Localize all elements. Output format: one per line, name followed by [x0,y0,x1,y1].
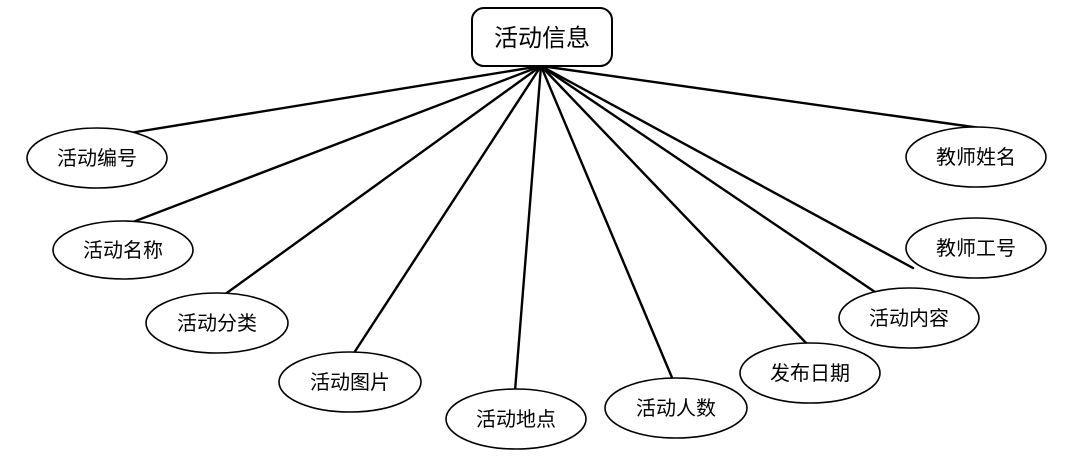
attribute-node-activity-location[interactable]: 活动地点 [445,388,587,450]
attribute-node-activity-id[interactable]: 活动编号 [26,127,168,189]
attribute-node-teacher-name[interactable]: 教师姓名 [905,126,1047,188]
connector-lines [123,64,982,393]
connector-activity-category [215,64,543,302]
connector-activity-headcount [539,64,675,382]
attribute-label: 活动编号 [57,146,137,170]
connector-activity-location [513,64,543,393]
attribute-label: 发布日期 [770,361,850,385]
entity-label: 活动信息 [494,24,590,52]
attribute-node-publish-date[interactable]: 发布日期 [739,342,881,404]
attribute-label: 教师姓名 [936,145,1016,169]
attribute-label: 活动图片 [310,370,390,394]
connector-activity-id [128,64,543,135]
attribute-label: 活动名称 [83,238,163,262]
connector-activity-name [123,64,543,227]
attribute-label: 教师工号 [936,236,1016,260]
connector-teacher-name [539,64,982,130]
attribute-label: 活动人数 [636,396,716,420]
attribute-node-activity-category[interactable]: 活动分类 [145,292,289,354]
attribute-label: 活动分类 [177,311,257,335]
connector-activity-image [350,64,543,358]
attribute-label: 活动地点 [476,407,556,431]
attribute-node-activity-image[interactable]: 活动图片 [278,351,422,413]
connector-activity-content [539,64,877,294]
attribute-node-activity-content[interactable]: 活动内容 [838,287,980,349]
attribute-node-activity-name[interactable]: 活动名称 [52,220,194,280]
connector-teacher-id [539,64,915,270]
attribute-node-activity-headcount[interactable]: 活动人数 [604,377,748,439]
connector-publish-date [539,64,810,347]
attribute-node-teacher-id[interactable]: 教师工号 [905,217,1047,279]
entity-node[interactable]: 活动信息 [471,7,613,67]
attribute-label: 活动内容 [869,306,949,330]
